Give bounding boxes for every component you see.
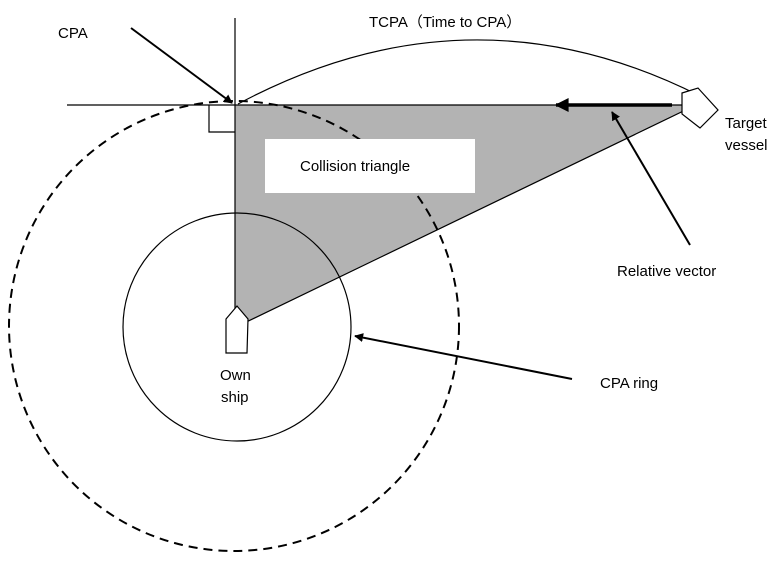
relative-vector-pointer-arrow bbox=[611, 111, 691, 246]
tcpa-label: TCPA（Time to CPA） bbox=[369, 14, 521, 31]
cpa-pointer-arrow bbox=[130, 27, 233, 104]
cpa-ring-circle bbox=[8, 100, 460, 552]
cpa-ring-pointer-arrow bbox=[354, 333, 573, 380]
own-ship-symbol bbox=[225, 305, 249, 354]
collision-triangle-label-box bbox=[265, 139, 475, 193]
cpa-ring-label: CPA ring bbox=[600, 375, 658, 392]
relative-vector-label: Relative vector bbox=[617, 263, 716, 280]
right-angle-marker bbox=[208, 105, 235, 133]
tcpa-arc bbox=[237, 39, 701, 105]
target-vessel-label-line2: vessel bbox=[725, 137, 768, 154]
own-ship-circle bbox=[122, 212, 352, 442]
own-ship-label-line1: Own bbox=[220, 367, 251, 384]
own-ship-to-target-line bbox=[235, 102, 701, 328]
cpa-label: CPA bbox=[58, 25, 88, 42]
own-ship-label-line2: ship bbox=[221, 389, 249, 406]
target-vessel-label-line1: Target bbox=[725, 115, 768, 132]
collision-triangle-label: Collision triangle bbox=[300, 158, 410, 175]
target-vessel-symbol bbox=[681, 87, 719, 129]
